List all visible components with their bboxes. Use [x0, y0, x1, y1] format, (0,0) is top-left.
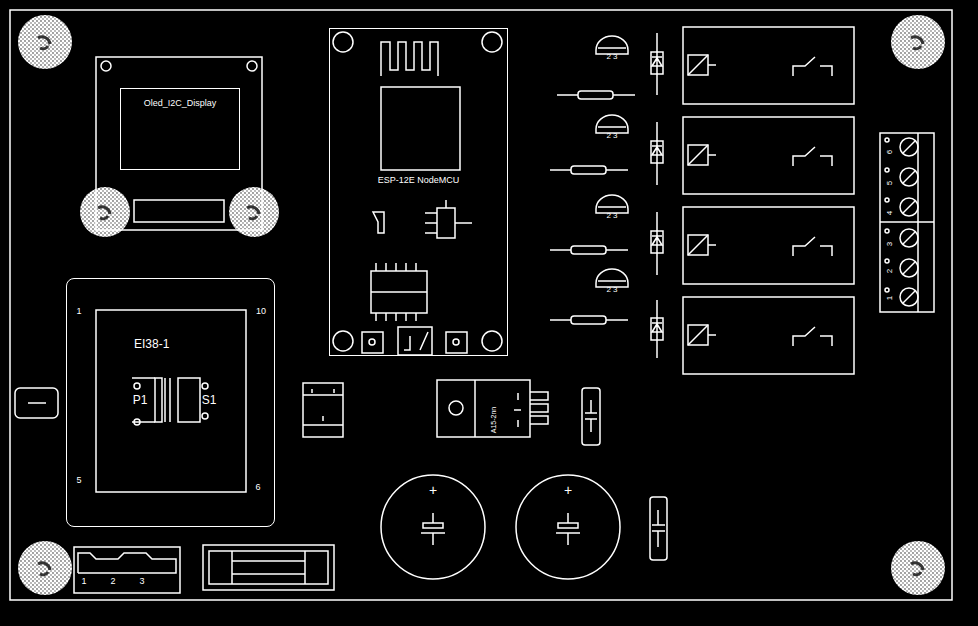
pin-name: S1 [202, 394, 217, 406]
pin-number: 3 [139, 577, 144, 586]
polarity-mark: + [429, 483, 437, 497]
pin-number: 5 [76, 476, 81, 485]
pin-number: 2 [110, 577, 115, 586]
part-name: EI38-1 [134, 337, 169, 351]
pin-number: 4 [886, 211, 894, 215]
part-name: ESP-12E NodeMCU [330, 175, 507, 185]
pin-number: 1 [76, 307, 81, 316]
diodes [651, 33, 663, 358]
transformer-artwork [96, 310, 246, 492]
polarity-mark: + [564, 483, 572, 497]
mounting-holes [18, 15, 945, 595]
pin-number: 10 [256, 307, 266, 316]
pin-name: P1 [133, 394, 148, 406]
misc-parts [15, 380, 667, 593]
pin-number: 6 [255, 483, 260, 492]
terminal-block [880, 133, 934, 312]
oled-display-box: Oled_I2C_Display [120, 88, 240, 170]
resistors [550, 91, 635, 324]
pin-number: 6 [886, 150, 894, 154]
esp-module-artwork [333, 32, 502, 355]
pin-number: 5 [886, 181, 894, 185]
pin-number: 1 [81, 577, 86, 586]
transformer-box: EI38-1 [66, 278, 275, 527]
oled-module [96, 57, 262, 230]
relays [683, 27, 854, 374]
esp-module-box: ESP-12E NodeMCU [329, 28, 508, 356]
board-outline [10, 10, 952, 600]
pin-number: 2 3 [606, 132, 617, 140]
pin-number: 2 3 [606, 53, 617, 61]
pin-number: 1 [886, 296, 894, 300]
pin-number: 2 3 [606, 286, 617, 294]
part-marking: A15-2nn [490, 407, 497, 433]
pin-number: 2 3 [606, 212, 617, 220]
part-name: Oled_I2C_Display [121, 98, 239, 108]
pin-number: 2 [886, 269, 894, 273]
pin-number: 3 [886, 242, 894, 246]
